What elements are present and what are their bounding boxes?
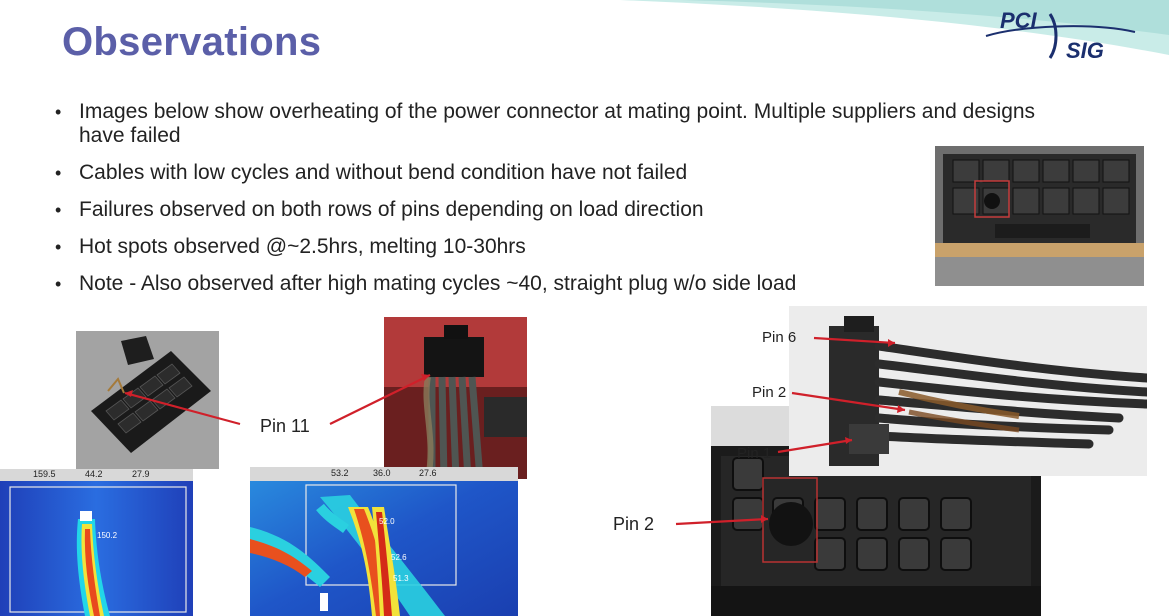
thermal-right-spot-1: 52.0 bbox=[379, 517, 395, 526]
bullet-item: Images below show overheating of the pow… bbox=[55, 100, 1069, 148]
thermal-right-spot-2: 52.6 bbox=[391, 553, 407, 562]
logo-sig: SIG bbox=[1066, 38, 1104, 63]
label-pin6: Pin 6 bbox=[762, 329, 797, 346]
arrow-pin11-right bbox=[329, 374, 431, 425]
thermal-left-readout-1: 159.5 bbox=[33, 469, 56, 479]
thermal-left-spot: 150.2 bbox=[97, 531, 118, 540]
thermal-right-readout-3: 27.6 bbox=[419, 468, 437, 478]
arrow-pin2-top bbox=[791, 391, 906, 412]
label-pin11: Pin 11 bbox=[260, 416, 310, 436]
arrow-pin1 bbox=[777, 438, 853, 454]
connector-closeup-photo bbox=[935, 146, 1144, 286]
arrow-pin6 bbox=[813, 336, 896, 345]
logo-pci: PCI bbox=[1000, 8, 1037, 33]
thermal-image-right: 53.2 36.0 27.6 52.0 52.6 51.3 bbox=[250, 467, 518, 616]
bullet-item: Hot spots observed @~2.5hrs, melting 10-… bbox=[55, 235, 929, 259]
thermal-right-readout-2: 36.0 bbox=[373, 468, 391, 478]
bullet-item: Note - Also observed after high mating c… bbox=[55, 272, 929, 296]
bullet-item: Failures observed on both rows of pins d… bbox=[55, 198, 929, 222]
slide-title: Observations bbox=[62, 20, 322, 64]
label-pin2-bottom: Pin 2 bbox=[613, 514, 655, 534]
header-swoosh bbox=[620, 0, 1169, 55]
thermal-right-readout-1: 53.2 bbox=[331, 468, 349, 478]
connector-pin11-photo bbox=[76, 331, 219, 469]
label-pin2-top: Pin 2 bbox=[752, 384, 787, 401]
bullet-item: Cables with low cycles and without bend … bbox=[55, 161, 929, 185]
cable-burn-photo bbox=[384, 317, 527, 479]
thermal-right-spot-3: 51.3 bbox=[393, 574, 409, 583]
cable-side-photo bbox=[789, 306, 1147, 476]
thermal-left-readout-2: 44.2 bbox=[85, 469, 103, 479]
label-pin1: Pin 1 bbox=[737, 445, 772, 462]
arrow-pin2-left bbox=[675, 517, 769, 526]
bullet-list: Images below show overheating of the pow… bbox=[55, 100, 1055, 309]
pci-sig-logo: PCI SIG bbox=[980, 6, 1140, 66]
thermal-left-readout-3: 27.9 bbox=[132, 469, 150, 479]
arrow-pin11-left bbox=[124, 391, 241, 426]
thermal-image-left: 159.5 44.2 27.9 150.2 bbox=[0, 469, 193, 616]
